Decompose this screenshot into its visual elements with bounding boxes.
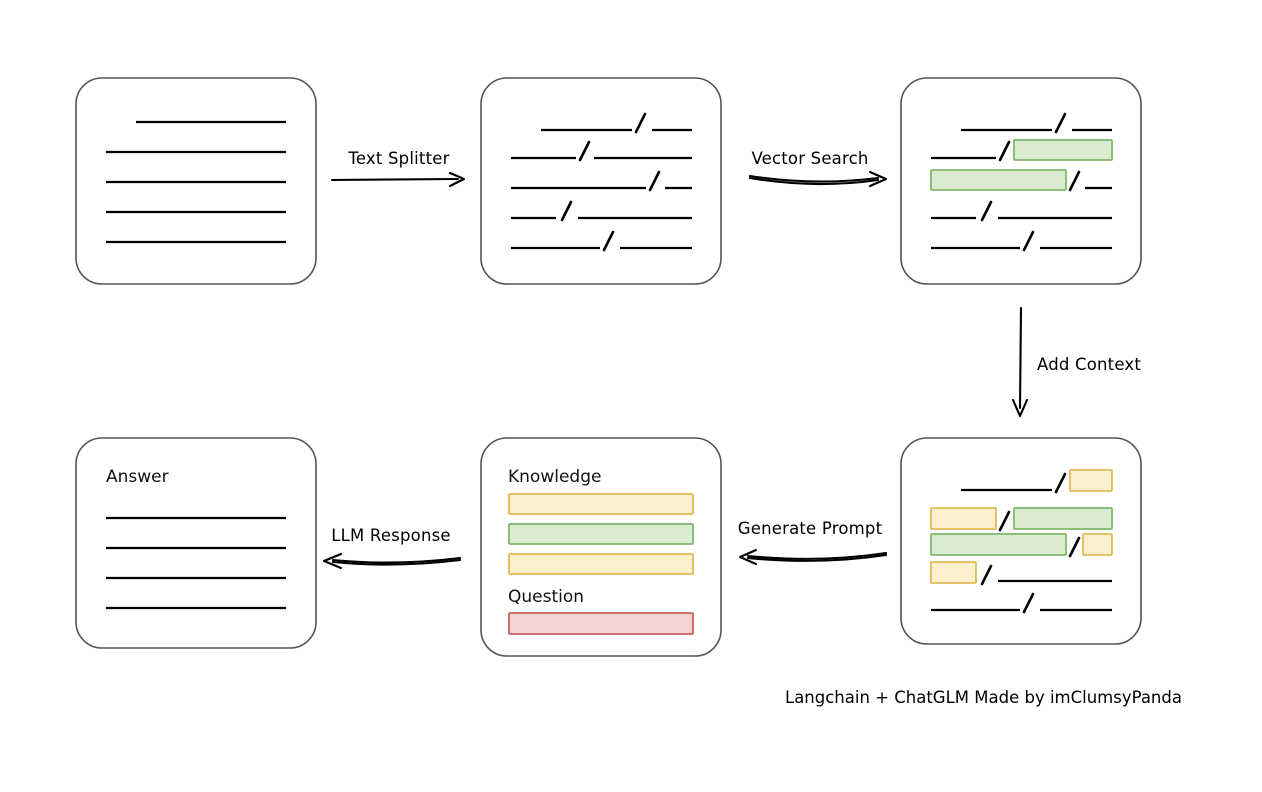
- arrow-generate-prompt-label: Generate Prompt: [738, 519, 883, 538]
- answer-panel-box: Answer: [75, 437, 317, 649]
- highlight-chunk-yellow: [930, 507, 997, 530]
- split-chunks-card: [480, 77, 722, 285]
- highlight-chunk-green: [1013, 139, 1113, 161]
- slash-mark: [1068, 536, 1081, 558]
- knowledge-label: Knowledge: [508, 467, 601, 487]
- vector-matches-box: [900, 77, 1142, 285]
- arrow-llm-response-shaft-upper: [331, 556, 462, 564]
- highlight-chunk-yellow: [1082, 533, 1113, 556]
- arrow-generate-prompt-shaft-lower: [746, 553, 888, 562]
- vector-matches-rows: [930, 112, 1113, 252]
- slash-mark: [634, 112, 647, 134]
- context-chunks-rows: [930, 469, 1113, 614]
- highlight-chunk-yellow: [930, 561, 977, 584]
- prompt-panel-card: [480, 437, 722, 657]
- slash-mark: [560, 200, 573, 222]
- slash-mark: [648, 170, 661, 192]
- answer-panel-card: [75, 437, 317, 649]
- arrow-vector-search-shaft-upper: [748, 174, 880, 183]
- prompt-panel-box: Knowledge Question: [480, 437, 722, 657]
- slash-mark: [602, 230, 615, 252]
- arrow-add-context-head: [1011, 398, 1029, 418]
- arrow-text-splitter-shaft: [330, 177, 460, 182]
- arrow-llm-response-head: [322, 552, 343, 570]
- knowledge-bar-yellow: [508, 553, 694, 575]
- arrow-generate-prompt: Generate Prompt: [738, 519, 888, 566]
- question-bar-red: [508, 612, 694, 635]
- highlight-chunk-green: [930, 169, 1067, 191]
- arrow-vector-search-head: [868, 170, 888, 188]
- highlight-chunk-green: [930, 533, 1067, 556]
- arrow-add-context-shaft: [1018, 306, 1023, 410]
- arrow-generate-prompt-head: [738, 548, 758, 566]
- arrow-llm-response-label: LLM Response: [331, 526, 451, 545]
- slash-mark: [1022, 230, 1035, 252]
- slash-mark: [1022, 592, 1035, 614]
- arrow-vector-search-shaft-lower: [748, 176, 880, 186]
- arrow-text-splitter: Text Splitter: [330, 149, 466, 188]
- question-label: Question: [508, 587, 584, 607]
- arrow-llm-response: LLM Response: [322, 526, 462, 570]
- footer-credit: Langchain + ChatGLM Made by imClumsyPand…: [785, 688, 1182, 707]
- arrow-text-splitter-label: Text Splitter: [347, 149, 449, 168]
- arrow-llm-response-shaft-lower: [331, 558, 462, 566]
- split-chunks-box: [480, 77, 722, 285]
- slash-mark: [1054, 112, 1067, 134]
- source-document-box: [75, 77, 317, 285]
- knowledge-bar-green: [508, 523, 694, 545]
- split-chunks-rows: [511, 112, 692, 252]
- slash-mark: [980, 200, 993, 222]
- knowledge-bar-yellow: [508, 493, 694, 515]
- highlight-chunk-green: [1013, 507, 1113, 530]
- answer-heading: Answer: [106, 467, 169, 487]
- slash-mark: [1054, 472, 1067, 494]
- arrow-add-context: Add Context: [1011, 306, 1141, 418]
- slash-mark: [1068, 170, 1081, 192]
- context-chunks-box: [900, 437, 1142, 645]
- slash-mark: [998, 510, 1011, 532]
- slash-mark: [980, 564, 993, 586]
- arrow-add-context-label: Add Context: [1037, 355, 1141, 374]
- arrow-generate-prompt-shaft-upper: [746, 551, 888, 560]
- slash-mark: [578, 140, 591, 162]
- arrow-vector-search: Vector Search: [748, 149, 888, 188]
- arrow-vector-search-label: Vector Search: [751, 149, 868, 168]
- highlight-chunk-yellow: [1069, 469, 1113, 492]
- source-document-lines: [106, 120, 286, 244]
- slash-mark: [998, 140, 1011, 162]
- arrow-text-splitter-head: [448, 171, 466, 188]
